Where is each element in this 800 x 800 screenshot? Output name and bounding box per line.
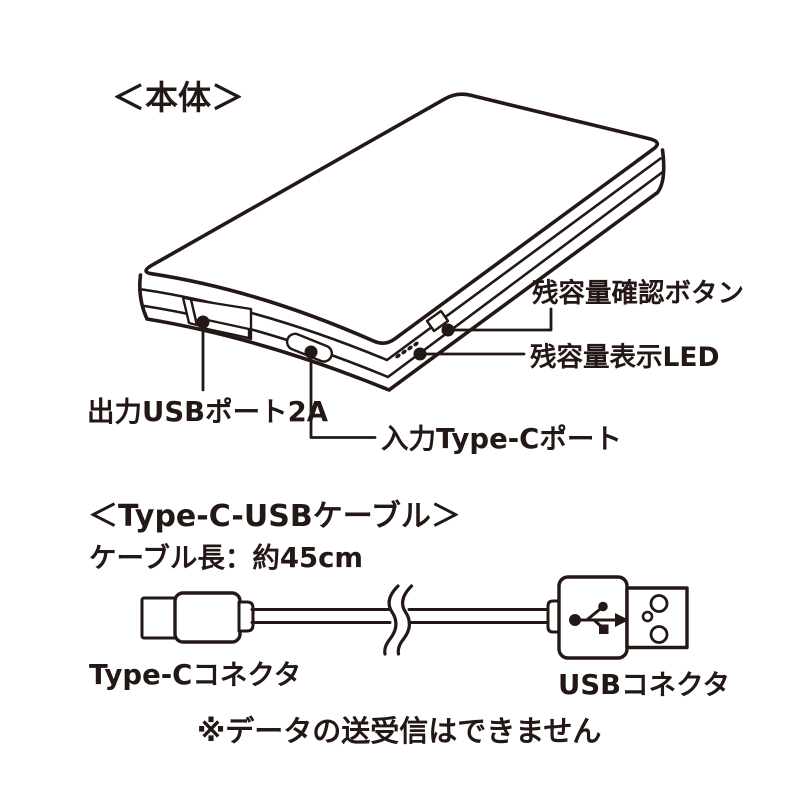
usb-connector-label: USBコネクタ (558, 669, 730, 701)
usb-plug-metal-shell (625, 586, 689, 650)
capacity-check-button-graphic (425, 309, 450, 333)
led-dot (413, 341, 419, 347)
callout-dot-usb-output (196, 315, 210, 329)
led-dot (407, 345, 413, 351)
body-section-title: ＜本体＞ (112, 78, 244, 117)
cable-line-right (407, 608, 552, 624)
callout-line-typec-input (309, 356, 377, 439)
callouts (196, 307, 553, 439)
usb-logo-icon (569, 601, 629, 634)
callout-dot-check-button (441, 323, 455, 337)
check-button-label: 残容量確認ボタン (532, 278, 744, 309)
typec-connector-graphic (140, 591, 255, 644)
cable-break-icon (383, 584, 414, 656)
capacity-led-graphic (395, 341, 419, 359)
cable-section-title: ＜Type-C-USBケーブル＞ (88, 499, 461, 534)
data-transfer-note: ※データの送受信はできません (197, 714, 601, 748)
typec-plug-body (173, 591, 242, 644)
led-dot (395, 353, 401, 359)
led-label: 残容量表示LED (530, 342, 720, 373)
usb-shell-hole-bottom (649, 625, 669, 644)
powerbank-side-outline (137, 148, 666, 392)
typec-plug-collar (237, 600, 255, 633)
callout-line-check-button (452, 307, 553, 332)
cable-length-label: ケーブル長：約45cm (89, 542, 363, 574)
usb-output-label: 出力USBポート2A (87, 396, 329, 428)
callout-dot-led (413, 347, 427, 361)
usb-shell-hole-small (641, 610, 654, 623)
led-dot (401, 349, 407, 355)
typec-connector-label: Type-Cコネクタ (89, 659, 301, 691)
usb-shell-hole-top (649, 594, 669, 613)
cable-line-left (250, 608, 392, 624)
cable-line-graphic (250, 584, 552, 656)
powerbank-top-face (144, 92, 660, 345)
powerbank-edge-line-1 (141, 157, 662, 362)
typec-input-label: 入力Type-Cポート (381, 423, 622, 455)
powerbank-edge-line-2 (143, 171, 664, 379)
usb-connector-graphic (546, 575, 689, 660)
typec-plug-tip (140, 596, 179, 640)
callout-dot-typec-input (304, 345, 318, 359)
usb-plug-collar (546, 599, 562, 634)
cable-illustration (140, 575, 689, 660)
